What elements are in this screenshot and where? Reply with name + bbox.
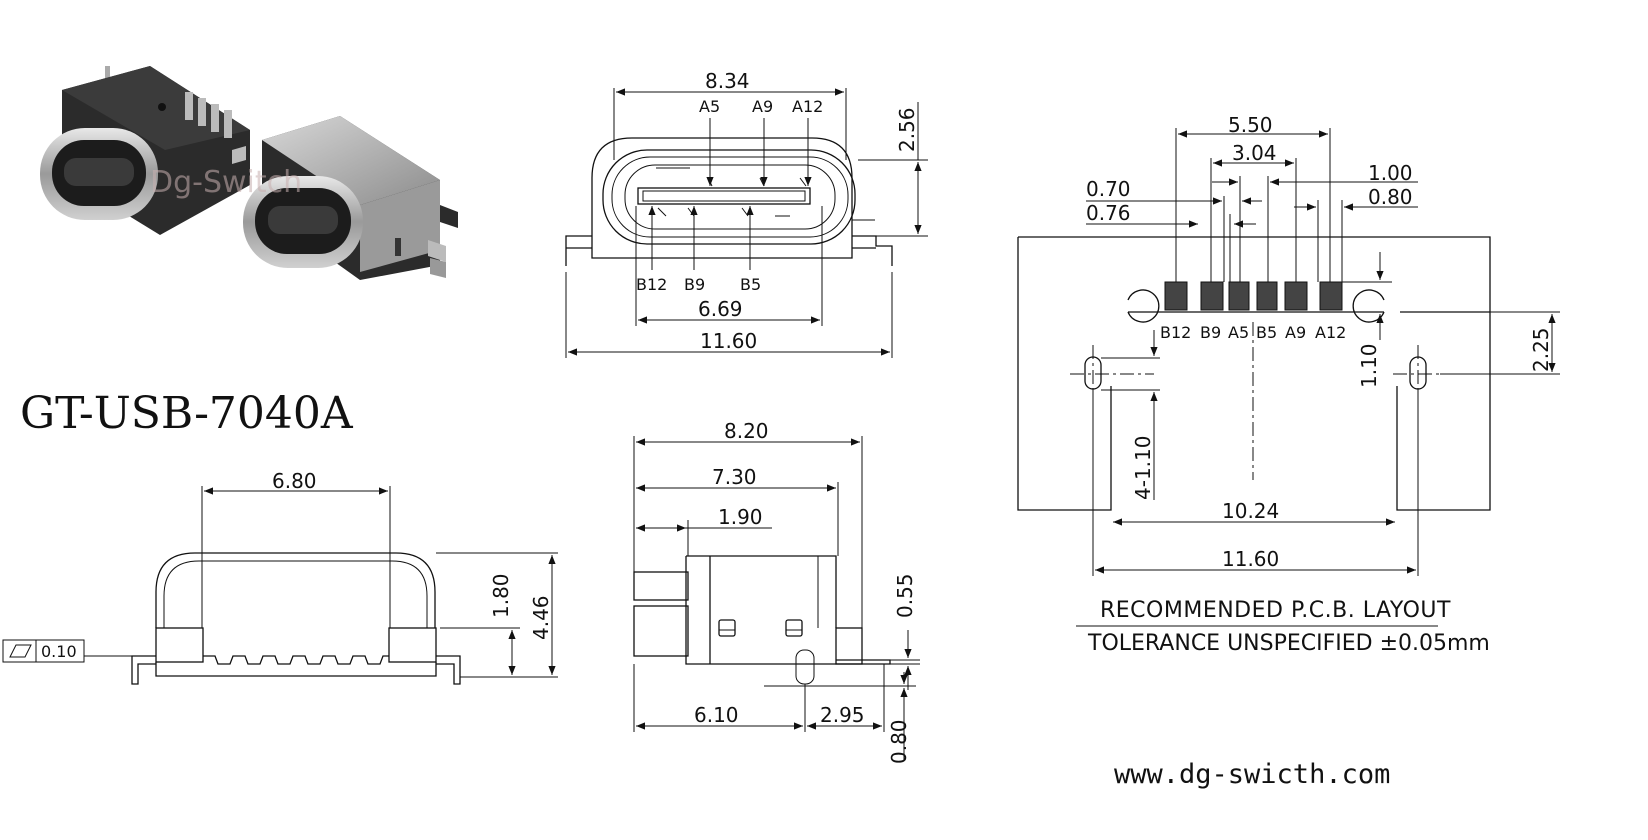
- pcb-pad: [1284, 281, 1308, 311]
- dim-pcb-0-76: 0.76: [1086, 201, 1131, 225]
- pcb-pad: [1256, 281, 1278, 311]
- dim-front-inner-width: 6.69: [698, 297, 743, 321]
- dim-pcb-2-25: 2.25: [1529, 327, 1553, 372]
- pcb-pad: [1319, 281, 1343, 311]
- pcb-layout-title: RECOMMENDED P.C.B. LAYOUT: [1100, 598, 1451, 623]
- dim-side-d3: 1.90: [718, 505, 763, 529]
- dim-pcb-1-00: 1.00: [1368, 161, 1413, 185]
- dim-bottom-h2: 4.46: [529, 595, 553, 640]
- pcb-pad: [1228, 281, 1250, 311]
- pin-label-b9: B9: [684, 275, 705, 294]
- dim-front-total-width: 11.60: [700, 329, 757, 353]
- pad-label: A5: [1228, 323, 1249, 342]
- connector-photo-right: [243, 116, 458, 280]
- side-view: 8.20 7.30 1.90 0.55 6.10 2.95 0.80: [633, 419, 920, 764]
- pad-label: A12: [1315, 323, 1346, 342]
- dim-pcb-11-60: 11.60: [1222, 547, 1279, 571]
- pad-label: A9: [1285, 323, 1306, 342]
- flatness-icon: [9, 644, 32, 658]
- dim-pcb-0-70: 0.70: [1086, 177, 1131, 201]
- dim-bottom-h1: 1.80: [489, 573, 513, 618]
- connector-photo-left: [40, 66, 250, 235]
- dim-side-d7: 0.80: [887, 719, 911, 764]
- flatness-value: 0.10: [41, 642, 77, 661]
- dim-bottom-width: 6.80: [272, 469, 317, 493]
- pad-label: B9: [1200, 323, 1221, 342]
- dim-side-d6: 2.95: [820, 703, 865, 727]
- pad-label: B5: [1256, 323, 1277, 342]
- dim-pcb-1-10: 1.10: [1357, 343, 1381, 388]
- dim-pcb-10-24: 10.24: [1222, 499, 1279, 523]
- dim-front-height: 2.56: [895, 107, 919, 152]
- product-photo: Dg-Switch: [40, 66, 458, 280]
- pin-label-b12: B12: [636, 275, 667, 294]
- dim-pcb-4x1-10: 4-1.10: [1131, 436, 1155, 500]
- bottom-view: 6.80 1.80 4.46 0.10: [2, 469, 558, 685]
- pin-label-a9: A9: [752, 97, 773, 116]
- model-title: GT-USB-7040A: [20, 388, 354, 439]
- pcb-pad: [1200, 281, 1224, 311]
- dim-side-d1: 8.20: [724, 419, 769, 443]
- pin-label-a5: A5: [699, 97, 720, 116]
- dim-pcb-0-80: 0.80: [1368, 185, 1413, 209]
- front-view: 8.34 A5 A9 A12 B12 B9 B5 2.56 6.69 11.60: [565, 69, 928, 358]
- pcb-tolerance-note: TOLERANCE UNSPECIFIED ±0.05mm: [1087, 631, 1490, 656]
- dim-side-d2: 7.30: [712, 465, 757, 489]
- pad-label: B12: [1160, 323, 1191, 342]
- pin-label-a12: A12: [792, 97, 823, 116]
- dim-pcb-5-50: 5.50: [1228, 113, 1273, 137]
- dim-pcb-3-04: 3.04: [1232, 141, 1277, 165]
- pin-label-b5: B5: [740, 275, 761, 294]
- dim-front-top-width: 8.34: [705, 69, 750, 93]
- pcb-pad: [1164, 281, 1188, 311]
- dim-side-d5: 6.10: [694, 703, 739, 727]
- watermark-text: Dg-Switch: [150, 165, 302, 200]
- website-url: www.dg-swicth.com: [1114, 759, 1390, 790]
- pcb-layout: B12 B9 A5 B5 A9 A12 5.50 3.04 1.00: [1017, 113, 1560, 656]
- dim-side-d4: 0.55: [893, 573, 917, 618]
